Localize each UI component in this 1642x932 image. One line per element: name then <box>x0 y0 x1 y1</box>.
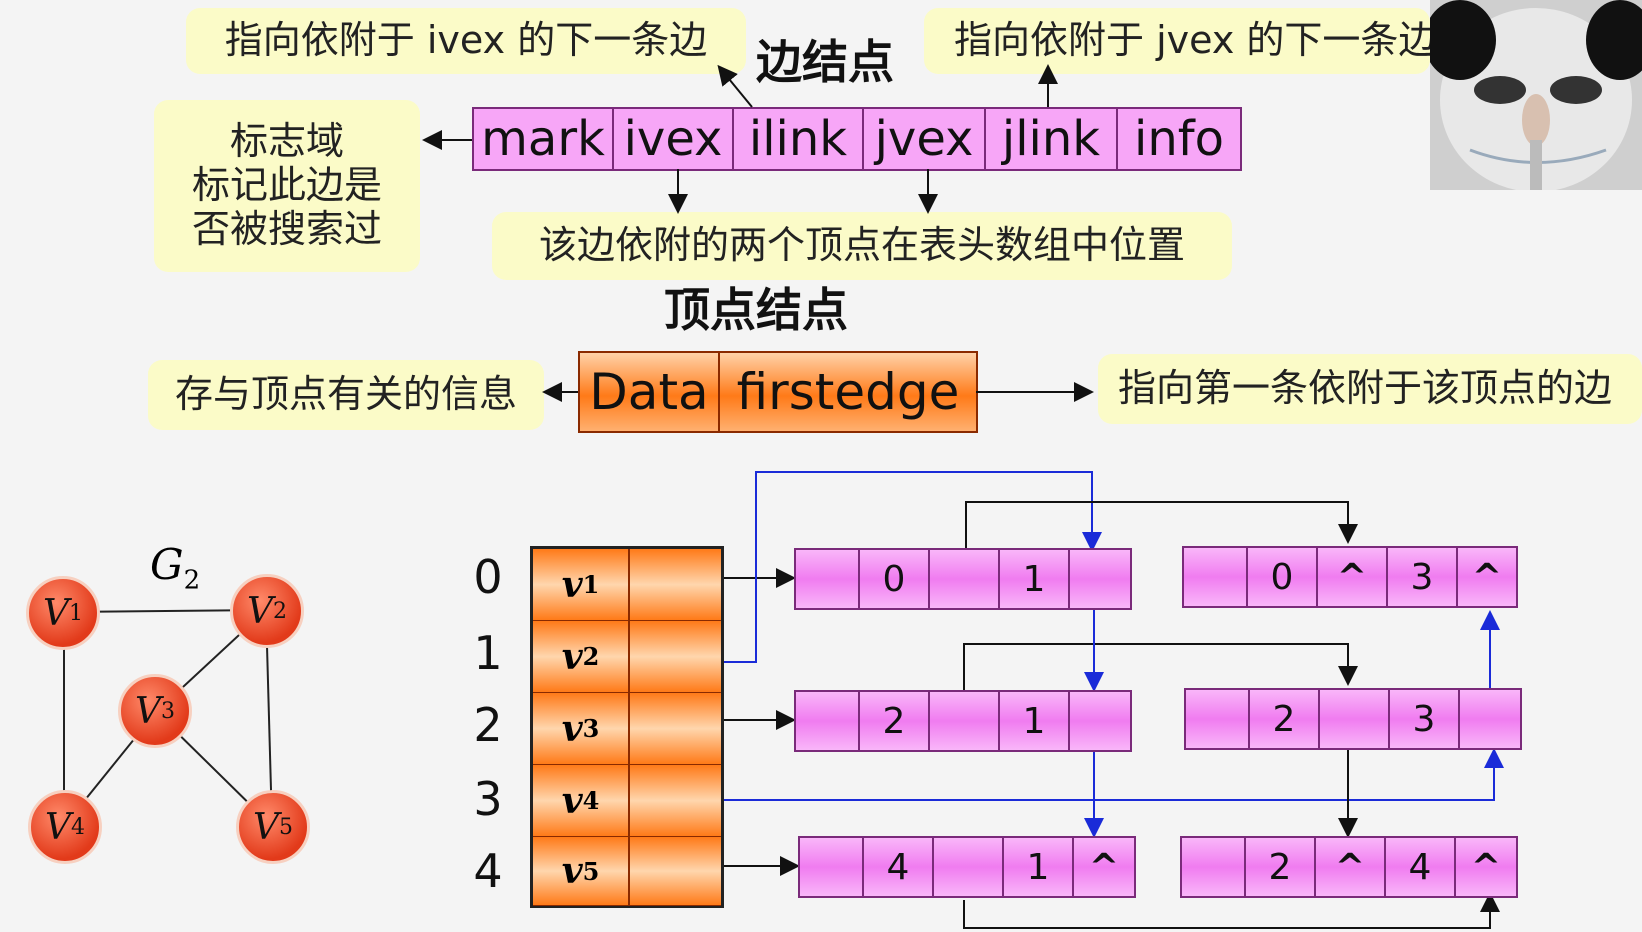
field-jlink: jlink <box>986 109 1118 169</box>
index-1: 1 <box>473 626 503 680</box>
field-ilink: ilink <box>734 109 864 169</box>
edge-node-v3-v4: 2 3 <box>1184 688 1522 750</box>
index-0: 0 <box>473 550 503 604</box>
field-mark: mark <box>474 109 614 169</box>
firstedge-cell <box>630 765 721 836</box>
field-jvex: jvex <box>864 109 986 169</box>
firstedge-note: 指向第一条依附于该顶点的边 <box>1098 354 1642 424</box>
edge-node-structure: mark ivex ilink jvex jlink info <box>472 107 1242 171</box>
index-2: 2 <box>473 698 503 752</box>
ilink-note: 指向依附于 ivex 的下一条边 <box>186 8 746 74</box>
field-data: Data <box>580 353 720 431</box>
edge-node-v3-v2: 2 1 <box>794 690 1132 752</box>
firstedge-cell <box>630 549 721 620</box>
edge-node-title: 边结点 <box>756 35 894 89</box>
vex-position-note: 该边依附的两个顶点在表头数组中位置 <box>492 212 1232 280</box>
firstedge-cell <box>630 693 721 764</box>
vertex-node-structure: Data firstedge <box>578 351 978 433</box>
vertex-node-title: 顶点结点 <box>664 283 848 337</box>
mark-note: 标志域 标记此边是 否被搜索过 <box>154 100 420 272</box>
firstedge-cell <box>630 837 721 905</box>
field-info: info <box>1133 111 1225 167</box>
jlink-note: 指向依附于 jvex 的下一条边 <box>924 8 1430 74</box>
edge-node-v3-v5: 2 ^ 4 ^ <box>1180 836 1518 898</box>
index-3: 3 <box>473 772 503 826</box>
presenter-avatar <box>1424 0 1642 192</box>
data-note: 存与顶点有关的信息 <box>148 360 544 430</box>
index-4: 4 <box>473 844 503 898</box>
firstedge-cell <box>630 621 721 692</box>
field-ivex: ivex <box>614 109 734 169</box>
edge-node-v5-v2: 4 1 ^ <box>798 836 1136 898</box>
edge-node-v1-v2: 0 1 <box>794 548 1132 610</box>
edge-node-v1-v4: 0 ^ 3 ^ <box>1182 546 1518 608</box>
graph-title: G2 <box>150 540 201 596</box>
panda-face-image <box>1424 0 1642 192</box>
field-firstedge: firstedge <box>736 363 960 421</box>
